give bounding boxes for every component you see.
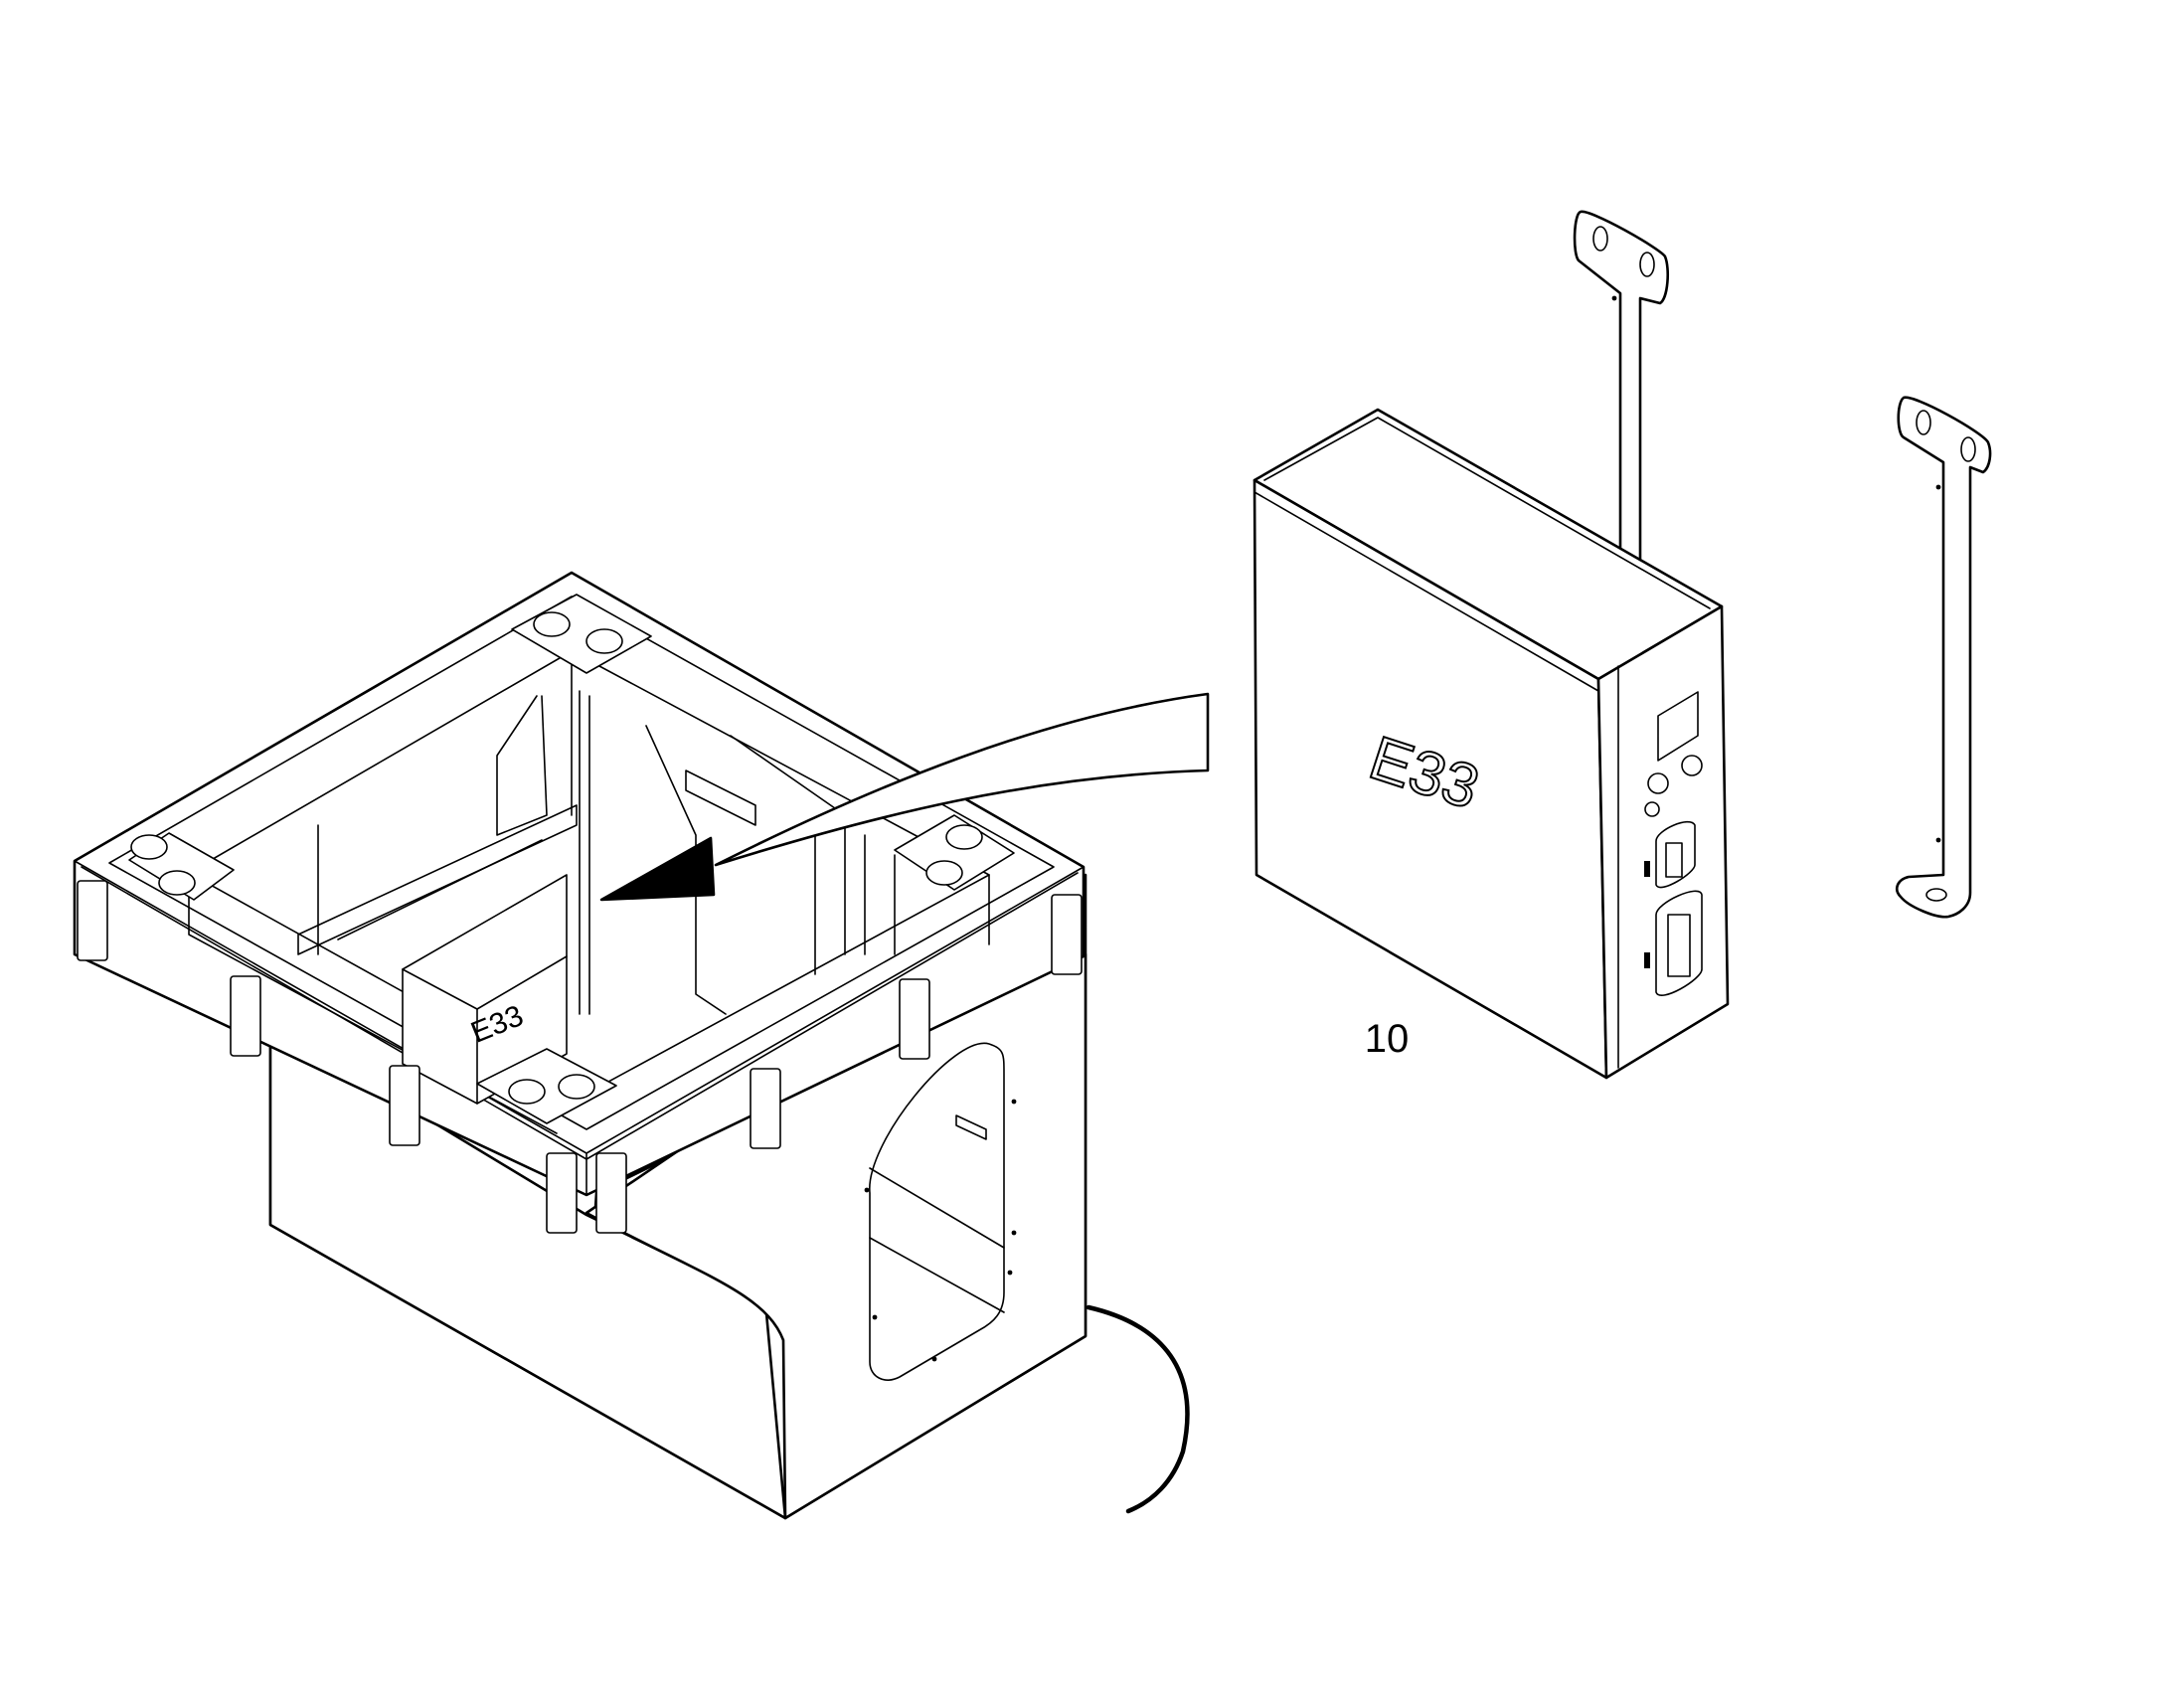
corner-plate-front (476, 1048, 617, 1124)
rim-pads (77, 880, 1083, 1234)
cabinet-housing (73, 571, 1087, 1520)
corner-plate-back (511, 594, 652, 674)
corner-plate-left (128, 832, 235, 901)
magnifier-callout (599, 692, 1210, 902)
mounting-bracket-front (1895, 396, 1992, 919)
fastener-dots (864, 1099, 1017, 1362)
corner-plate-right (894, 814, 1015, 891)
item-number: 10 (1365, 1017, 1410, 1061)
control-box-e33: E33 (1253, 210, 1730, 1080)
cable (1086, 1304, 1190, 1514)
mounting-bracket-rear (1573, 210, 1670, 567)
